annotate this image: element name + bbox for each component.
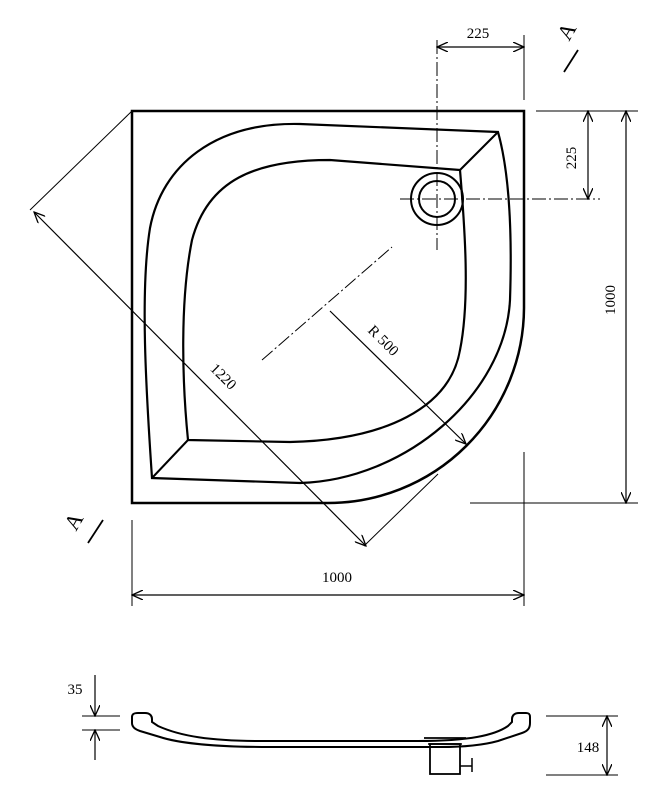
diagonal-label: 1220 (207, 361, 240, 394)
width-label: 1000 (322, 570, 352, 586)
section-label-top: A (552, 18, 582, 44)
total-height-label: 148 (577, 740, 600, 756)
rim-outer (143, 122, 512, 485)
section-label-bottom: A (59, 508, 89, 534)
radius-centerline (261, 246, 393, 361)
drain-body (429, 743, 461, 775)
side-view (82, 675, 618, 775)
drain-y-label: 225 (564, 147, 580, 170)
diagonal-ext-bottom (363, 473, 439, 547)
diagonal-ext-top (29, 110, 133, 211)
section-mark-top (563, 49, 579, 73)
bevel-top-right (459, 131, 499, 171)
bevel-bottom-left (151, 439, 189, 479)
top-view (29, 35, 638, 606)
tray-profile (131, 712, 531, 748)
height-label: 1000 (603, 285, 619, 315)
basin-inner (182, 158, 467, 444)
diagonal-dim-line (34, 212, 366, 546)
drain-x-label: 225 (467, 26, 490, 42)
rim-height-label: 35 (68, 682, 83, 698)
section-mark-bottom (87, 519, 104, 544)
radius-leader (329, 310, 466, 444)
radius-label: R 500 (364, 323, 401, 360)
